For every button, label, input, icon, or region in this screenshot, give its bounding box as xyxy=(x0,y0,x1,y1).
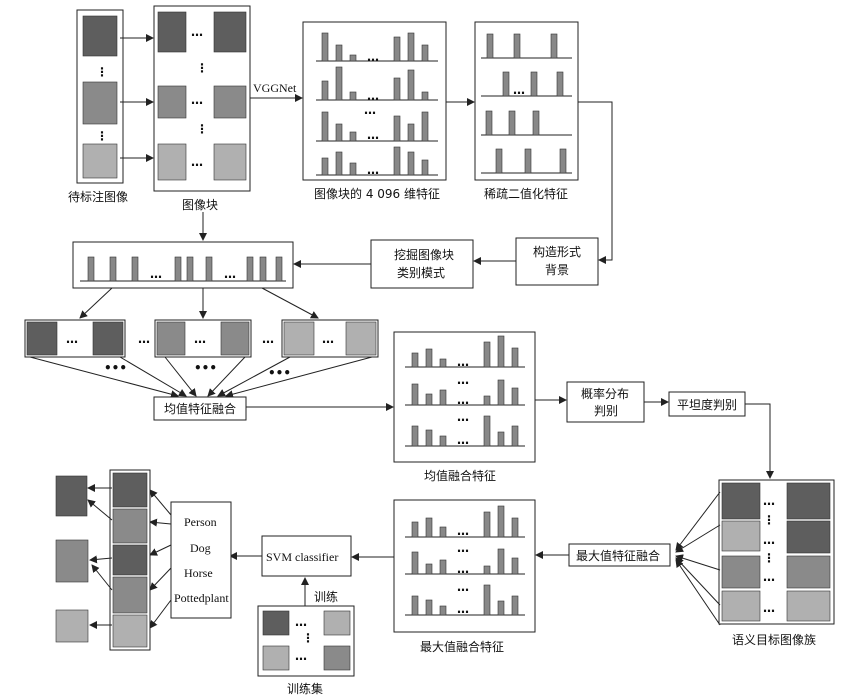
patch-thumb xyxy=(213,143,247,181)
annotated-image-1 xyxy=(55,475,88,517)
mine-patterns-label-1: 挖掘图像块 xyxy=(394,247,454,262)
annotated-image-2 xyxy=(55,539,89,583)
semantic-family-label: 语义目标图像族 xyxy=(732,633,816,647)
svg-text:…: … xyxy=(224,267,236,281)
svg-text:…: … xyxy=(513,83,525,97)
svg-text:…: … xyxy=(457,393,469,407)
svg-text:…: … xyxy=(457,541,469,555)
svg-text:…: … xyxy=(322,332,334,346)
svg-text:…: … xyxy=(150,267,162,281)
svg-text:…: … xyxy=(763,494,775,508)
svg-text:…: … xyxy=(367,128,379,142)
class-label-horse: Horse xyxy=(184,566,213,580)
patch-thumb xyxy=(213,11,247,53)
construct-background-label-2: 背景 xyxy=(545,263,569,277)
svg-text:…: … xyxy=(457,524,469,538)
svg-text:…: … xyxy=(457,373,469,387)
annotated-image-3 xyxy=(55,609,89,643)
training-set-panel: … ⋮ … xyxy=(257,605,355,677)
svg-text:•••: ••• xyxy=(104,361,127,375)
svg-text:…: … xyxy=(763,533,775,547)
svg-text:•••: ••• xyxy=(268,366,291,380)
svg-text:•••: ••• xyxy=(194,361,217,375)
patch-thumb xyxy=(157,11,187,53)
svg-text:…: … xyxy=(191,155,203,169)
svm-classifier-box xyxy=(261,535,352,577)
prob-dist-label-1: 概率分布 xyxy=(581,386,629,401)
svg-text:…: … xyxy=(138,332,150,346)
max-fusion-label: 最大值特征融合 xyxy=(576,548,660,563)
prob-dist-label-2: 判别 xyxy=(594,404,618,418)
patch-thumb xyxy=(213,85,247,119)
max-fused-features-label: 最大值融合特征 xyxy=(420,639,504,654)
input-images-label: 待标注图像 xyxy=(68,189,128,204)
svg-text:…: … xyxy=(66,332,78,346)
flatness-box xyxy=(668,391,746,417)
svg-text:…: … xyxy=(457,562,469,576)
prob-dist-box xyxy=(566,381,645,423)
svg-text:⋮: ⋮ xyxy=(196,122,208,136)
svg-text:…: … xyxy=(457,602,469,616)
max-fused-features-panel: … … … … … xyxy=(393,499,536,633)
input-image-thumb xyxy=(82,81,118,125)
input-image-thumb xyxy=(82,15,118,57)
class-labels-panel: Person Dog Horse Pottedplant xyxy=(170,501,232,619)
svg-text:…: … xyxy=(295,649,307,663)
svg-text:⋮: ⋮ xyxy=(302,631,314,645)
sparse-binary-label: 稀疏二值化特征 xyxy=(484,186,568,201)
image-patches-label: 图像块 xyxy=(182,198,218,212)
svg-text:…: … xyxy=(191,25,203,39)
svg-text:…: … xyxy=(295,615,307,629)
svg-text:⋮: ⋮ xyxy=(763,551,775,565)
class-label-pottedplant: Pottedplant xyxy=(174,591,229,605)
labeled-patches-panel xyxy=(109,469,151,651)
svg-text:…: … xyxy=(194,332,206,346)
svg-text:⋮: ⋮ xyxy=(96,65,108,79)
patch-group-1: … xyxy=(24,319,126,358)
semantic-family-panel: … ⋮ … ⋮ … … xyxy=(718,479,835,625)
svg-text:…: … xyxy=(367,163,379,177)
sparse-binary-panel: … xyxy=(474,21,579,181)
training-set-label: 训练集 xyxy=(287,681,323,696)
input-images-panel: ⋮ ⋮ xyxy=(76,9,124,184)
class-label-dog: Dog xyxy=(190,541,211,555)
svg-text:…: … xyxy=(457,355,469,369)
svg-text:…: … xyxy=(367,50,379,64)
patch-thumb xyxy=(157,85,187,119)
svg-text:…: … xyxy=(763,570,775,584)
image-patches-panel: … ⋮ … ⋮ … xyxy=(153,5,251,192)
patch-group-2: … xyxy=(154,319,252,358)
patch-thumb xyxy=(157,143,187,181)
mean-fusion-box xyxy=(153,396,247,421)
flatness-label: 平坦度判别 xyxy=(677,397,737,412)
vggnet-label: VGGNet xyxy=(253,81,297,95)
class-label-person: Person xyxy=(184,515,217,529)
feature-4096-panel: … … … … … xyxy=(302,21,447,181)
mean-fused-features-panel: … … … … … xyxy=(393,331,536,463)
svg-text:⋮: ⋮ xyxy=(196,61,208,75)
svg-text:…: … xyxy=(364,103,376,117)
svg-text:…: … xyxy=(457,410,469,424)
svg-text:…: … xyxy=(457,580,469,594)
mean-fused-features-label: 均值融合特征 xyxy=(424,468,496,483)
svg-text:…: … xyxy=(763,601,775,615)
svg-text:…: … xyxy=(262,332,274,346)
svg-text:…: … xyxy=(191,93,203,107)
train-arrow-label: 训练 xyxy=(314,589,338,604)
input-image-thumb xyxy=(82,143,118,179)
mine-patterns-label-2: 类别模式 xyxy=(397,266,445,280)
feature-4096-label: 图像块的 4 096 维特征 xyxy=(314,186,440,201)
svg-text:⋮: ⋮ xyxy=(96,129,108,143)
patch-group-3: … xyxy=(281,319,379,358)
construct-background-label-1: 构造形式 xyxy=(533,244,581,259)
svg-text:…: … xyxy=(367,89,379,103)
svm-classifier-label: SVM classifier xyxy=(266,550,338,564)
svg-text:⋮: ⋮ xyxy=(763,513,775,527)
pattern-strip: … … xyxy=(72,241,294,289)
svg-text:…: … xyxy=(457,433,469,447)
mean-fusion-label: 均值特征融合 xyxy=(164,401,236,416)
